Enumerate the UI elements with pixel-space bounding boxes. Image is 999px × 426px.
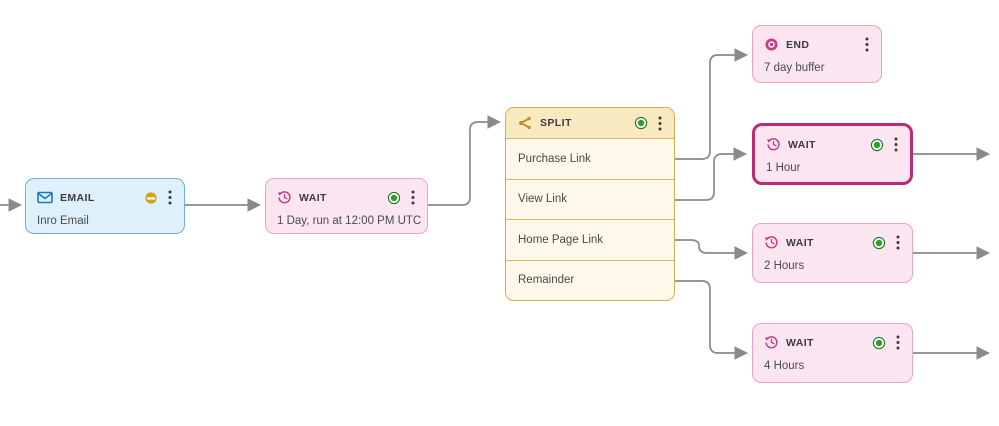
split-branch-home-page-link[interactable]: Home Page Link: [506, 220, 674, 261]
node-wait-1hour-header: WAIT: [755, 130, 910, 159]
node-body-text: 1 Hour: [766, 162, 801, 174]
connector-wait1day-to-split: [428, 115, 502, 206]
split-branch-remainder[interactable]: Remainder: [506, 260, 674, 300]
kebab-menu-icon[interactable]: [165, 190, 175, 206]
node-email-header: EMAIL: [26, 183, 184, 212]
node-wait-2hours-header: WAIT: [753, 228, 912, 257]
green-dot-status-icon: [872, 336, 886, 350]
kebab-menu-icon[interactable]: [891, 137, 901, 153]
node-type-label: WAIT: [786, 236, 814, 249]
node-wait-2hours[interactable]: WAIT 2 Hours: [752, 223, 913, 283]
node-wait-1day[interactable]: WAIT 1 Day, run at 12:00 PM UTC: [265, 178, 428, 234]
node-type-label: WAIT: [299, 191, 327, 204]
node-type-label: WAIT: [786, 336, 814, 349]
split-branch-view-link[interactable]: View Link: [506, 179, 674, 220]
kebab-menu-icon[interactable]: [893, 235, 903, 251]
green-dot-status-icon: [387, 191, 401, 205]
node-end-header: END: [753, 30, 881, 59]
connector-remainder-to-wait4hours: [675, 280, 749, 360]
split-branch-purchase-link[interactable]: Purchase Link: [506, 139, 674, 180]
node-wait-1day-header: WAIT: [266, 183, 427, 212]
node-wait-4hours[interactable]: WAIT 4 Hours: [752, 323, 913, 383]
green-dot-status-icon: [872, 236, 886, 250]
node-type-label: WAIT: [788, 138, 816, 151]
history-clock-icon: [764, 235, 779, 250]
node-body-text: 2 Hours: [764, 260, 805, 272]
end-target-icon: [764, 37, 779, 52]
green-dot-status-icon: [634, 116, 648, 130]
node-body-text: 4 Hours: [764, 360, 805, 372]
history-clock-icon: [764, 335, 779, 350]
kebab-menu-icon[interactable]: [408, 190, 418, 206]
node-split[interactable]: SPLIT Purchase Link View Link Home Page …: [505, 107, 675, 301]
node-body-text: 1 Day, run at 12:00 PM UTC: [277, 215, 422, 227]
node-type-label: SPLIT: [540, 117, 572, 129]
history-clock-icon: [766, 137, 781, 152]
node-body-text: 7 day buffer: [764, 62, 825, 74]
node-wait-4hours-header: WAIT: [753, 328, 912, 357]
node-split-header: SPLIT: [506, 108, 674, 139]
node-type-label: END: [786, 38, 810, 51]
connector-view-to-wait1hour: [675, 147, 748, 201]
history-clock-icon: [277, 190, 292, 205]
node-wait-1hour[interactable]: WAIT 1 Hour: [752, 123, 913, 185]
kebab-menu-icon[interactable]: [655, 115, 665, 131]
kebab-menu-icon[interactable]: [893, 335, 903, 351]
node-type-label: EMAIL: [60, 191, 95, 204]
connector-home-to-wait2hours: [675, 239, 749, 260]
green-dot-status-icon: [870, 138, 884, 152]
node-end[interactable]: END 7 day buffer: [752, 25, 882, 83]
branch-split-icon: [517, 115, 533, 131]
node-email[interactable]: EMAIL Inro Email: [25, 178, 185, 234]
envelope-icon: [37, 191, 53, 204]
kebab-menu-icon[interactable]: [862, 37, 872, 53]
node-body-text: Inro Email: [37, 215, 89, 227]
gold-minus-status-icon: [144, 191, 158, 205]
connector-purchase-to-end: [675, 48, 749, 160]
